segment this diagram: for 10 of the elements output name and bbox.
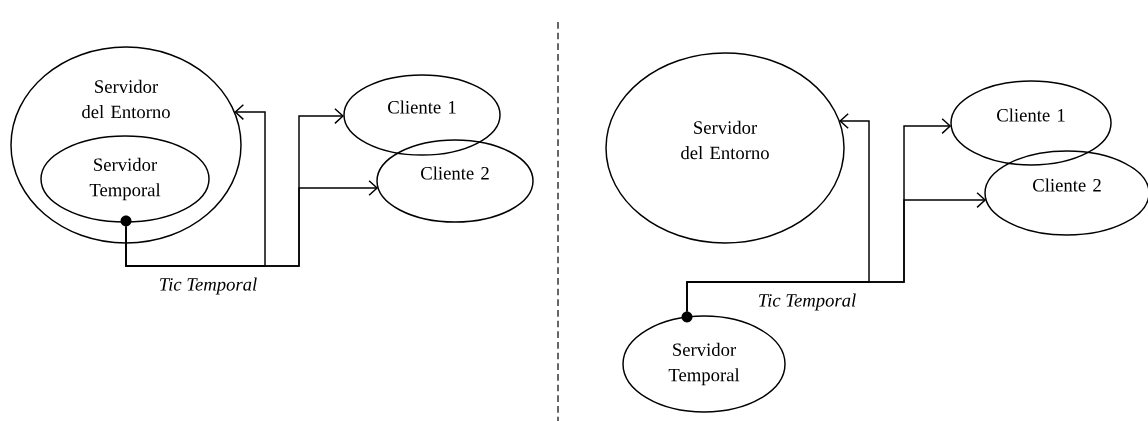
edge-label: Tic Temporal	[157, 276, 259, 296]
arrow	[686, 191, 987, 313]
ellipse-node: Cliente 1	[950, 80, 1112, 166]
arrow	[125, 179, 379, 267]
ellipse-node: Servidor Temporal	[40, 135, 210, 223]
ellipse-node: Cliente 1	[343, 74, 501, 156]
ellipse-node: Servidor Temporal	[622, 315, 786, 413]
ellipse-node: Cliente 2	[376, 139, 534, 223]
edge-label: Tic Temporal	[756, 292, 858, 312]
ellipse-node: Servidor del Entorno	[605, 52, 845, 244]
